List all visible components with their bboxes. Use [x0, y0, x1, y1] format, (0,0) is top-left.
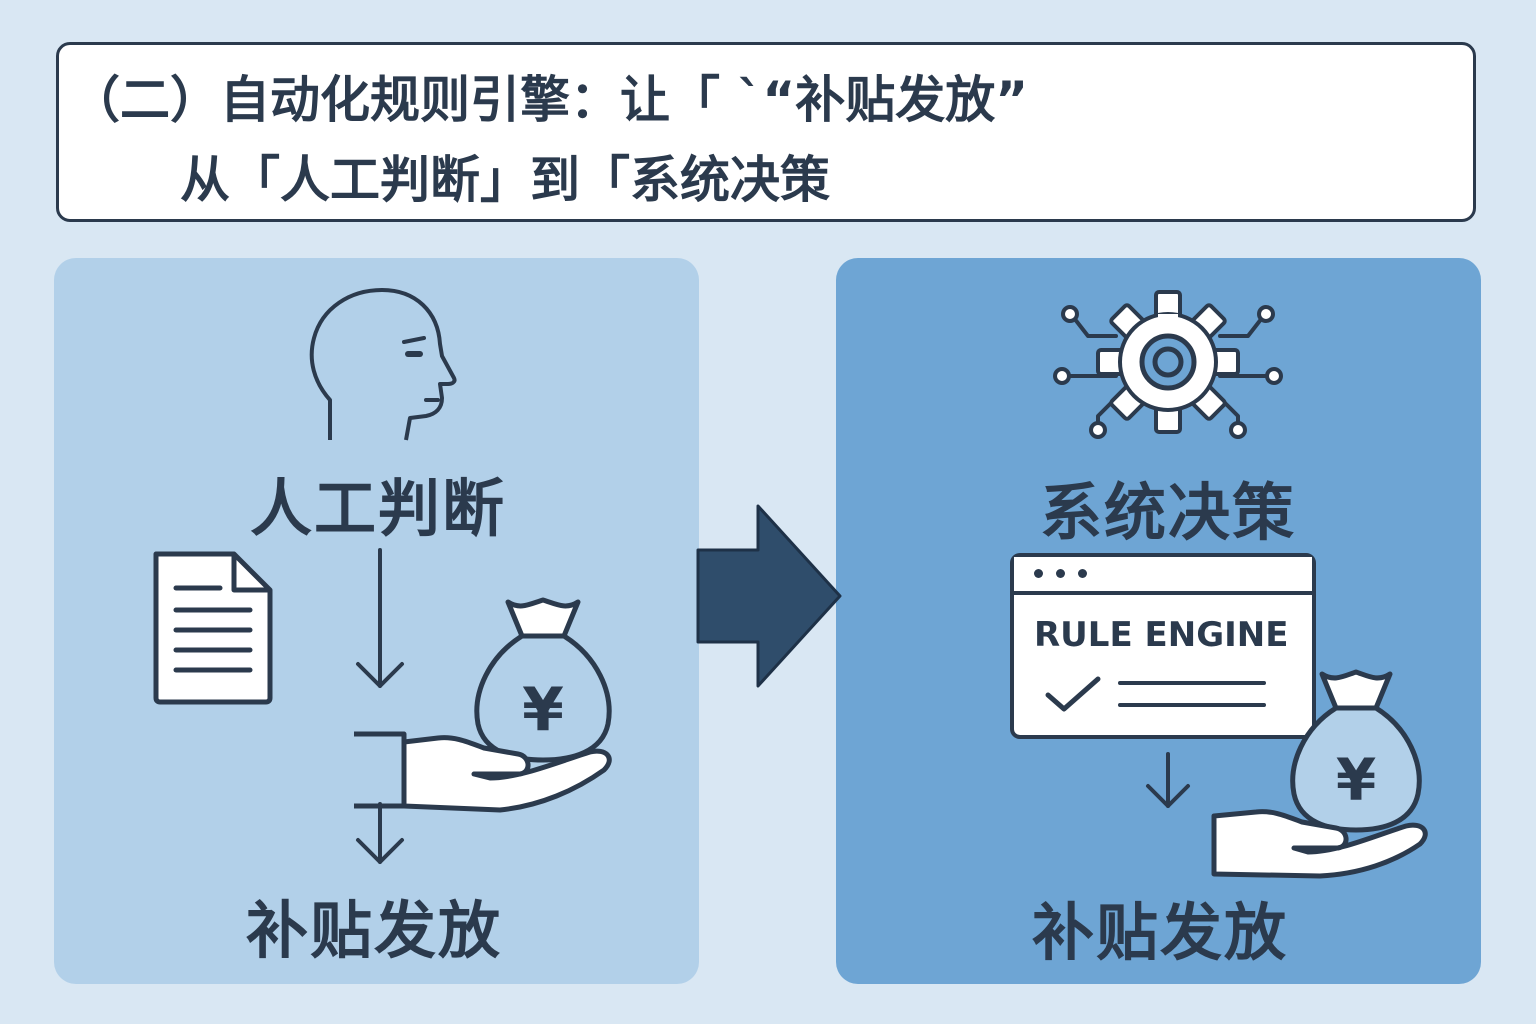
gear-circuit-icon — [1053, 290, 1283, 439]
down-arrow-icon — [356, 802, 404, 864]
document-icon — [153, 551, 273, 705]
checkmark-icon — [1045, 676, 1101, 712]
yen-symbol: ¥ — [522, 675, 564, 745]
window-title-bar — [1014, 557, 1312, 595]
subsidy-payment-label-left: 补贴发放 — [246, 894, 503, 967]
text-lines-icon — [1118, 681, 1266, 707]
head-icon — [309, 288, 457, 441]
system-decision-label: 系统决策 — [1040, 476, 1297, 549]
down-arrow-icon — [356, 548, 404, 688]
manual-judgment-label: 人工判断 — [250, 472, 507, 545]
rule-engine-label: RULE ENGINE — [1034, 615, 1289, 655]
window-dot — [1056, 569, 1065, 578]
yen-symbol: ¥ — [1336, 746, 1376, 814]
hand-icon — [354, 731, 612, 813]
subsidy-payment-label-right: 补贴发放 — [1032, 896, 1289, 969]
title-line-1: （二）自动化规则引擎：让「 ˋ“补贴发放” — [70, 71, 1029, 129]
transition-arrow-icon — [696, 504, 842, 688]
title-line-2: 从「人工判断」到「系统决策 — [180, 151, 830, 209]
money-bag-icon: ¥ — [474, 597, 612, 763]
title-box — [56, 42, 1476, 222]
rule-engine-window: RULE ENGINE — [1010, 553, 1316, 739]
window-dot — [1034, 569, 1043, 578]
hand-icon — [1211, 809, 1428, 879]
down-arrow-icon — [1146, 752, 1190, 808]
money-bag-icon: ¥ — [1290, 669, 1422, 833]
window-dot — [1078, 569, 1087, 578]
